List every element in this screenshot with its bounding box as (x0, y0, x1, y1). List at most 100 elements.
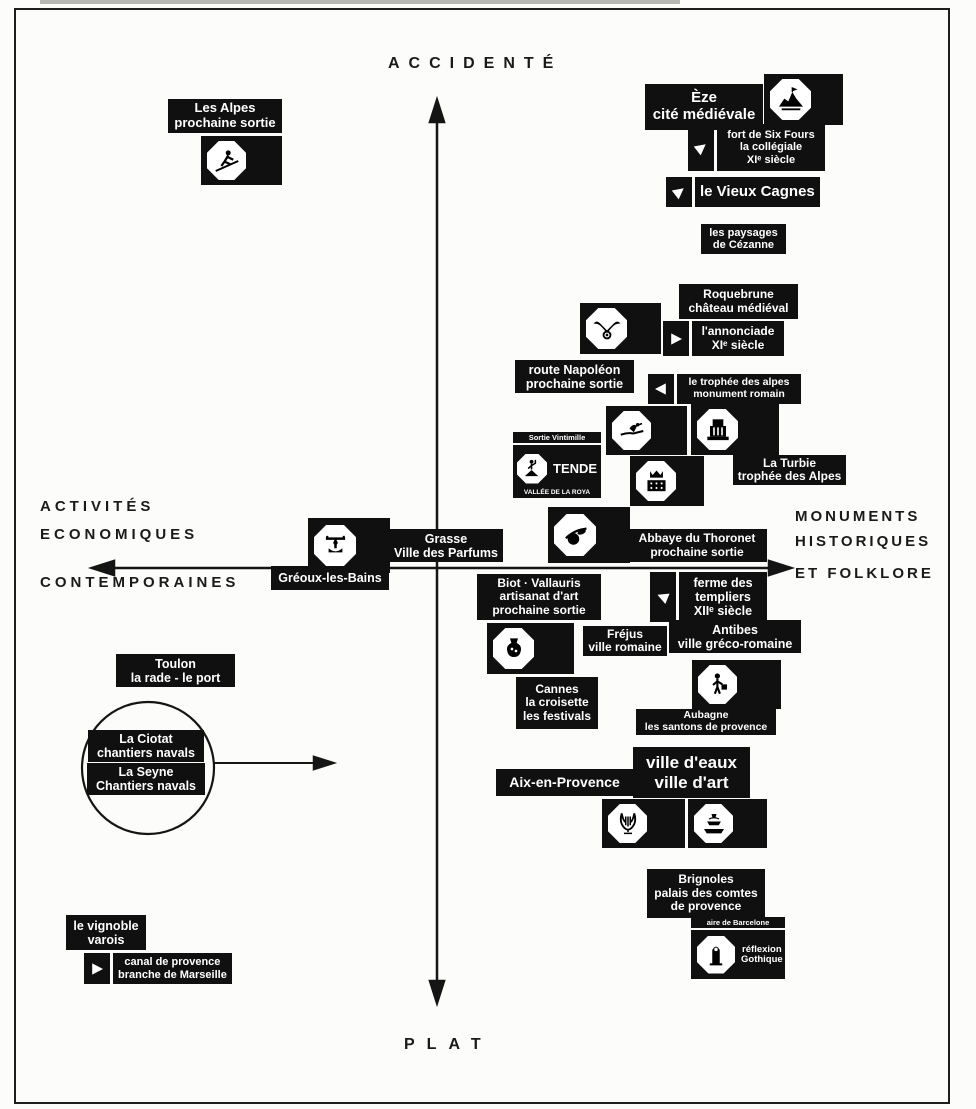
label-line: La Seyne (118, 765, 174, 779)
icon-plate (548, 507, 630, 563)
gothic-statue-icon (697, 935, 735, 974)
label-line: prochaine sortie (174, 115, 276, 130)
label-line: Èze (691, 89, 717, 107)
label-line: Brignoles (678, 872, 734, 887)
label-line: prochaine sortie (525, 376, 624, 391)
axis-left-label-1: ACTIVITÉS (40, 498, 155, 515)
label-line: château médiéval (688, 300, 789, 315)
greoux-spa-sign (308, 518, 390, 573)
lyre-sign (602, 799, 685, 848)
label-line: ville romaine (588, 640, 662, 654)
spa-fountain-icon (314, 524, 356, 567)
label-line: ville gréco-romaine (677, 636, 793, 651)
axis-top-label: ACCIDENTÉ (388, 55, 563, 72)
label-line: l'annonciade (701, 324, 775, 339)
sign-top-strip: Sortie Vintimille (513, 432, 601, 443)
label-line: Aix-en-Provence (509, 773, 620, 790)
label-line: ville d'art (654, 772, 729, 792)
fountain-sign (688, 799, 767, 848)
label-line: prochaine sortie (650, 544, 744, 559)
left-direction-arrow-icon (648, 374, 674, 404)
label-line: XIIᵉ siècle (693, 604, 753, 618)
eagle-icon (586, 308, 627, 349)
label-line: Fréjus (606, 626, 643, 641)
label-line: Grasse (424, 531, 468, 546)
icon-plate (688, 799, 767, 848)
label-line: le vignoble (73, 918, 139, 933)
crowned-wall-sign (630, 456, 704, 506)
label-line: Cannes (535, 681, 579, 696)
label-line: Aubagne (683, 709, 729, 722)
bird-branch-sign (606, 406, 687, 455)
circle-arrowhead-icon (312, 755, 338, 771)
icon-plate (580, 303, 661, 354)
left-direction-arrow-icon (650, 572, 676, 622)
label-line: templiers (695, 590, 751, 604)
axis-left-label-3: CONTEMPORAINES (40, 574, 240, 591)
eze-pictogram-sign (764, 74, 843, 125)
icon-plate: TENDE (517, 448, 597, 489)
icon-plate (606, 406, 687, 455)
label-line: artisanat d'art (499, 589, 579, 604)
label-line: Les Alpes (194, 100, 256, 116)
sign-bottom-strip: VALLÉE DE LA ROYA (523, 489, 591, 496)
skier-icon (207, 141, 246, 180)
diagram-frame (14, 8, 950, 1104)
label-line: varois (87, 932, 125, 947)
axis-right-label-1: MONUMENTS (795, 508, 921, 525)
roman-tower-icon (697, 409, 738, 450)
label-line: les paysages (709, 226, 778, 239)
label-line: chantiers navals (97, 746, 195, 760)
mountain-figure-icon (517, 453, 547, 484)
left-arrowhead-icon (87, 559, 116, 577)
label-line: La Turbie (762, 455, 817, 470)
label-line: trophée des Alpes (737, 469, 842, 483)
label-line: de Cézanne (712, 239, 775, 251)
label-line: Biot · Vallauris (497, 575, 581, 590)
icon-plate (692, 660, 781, 709)
up-arrowhead-icon (428, 95, 446, 124)
bird-branch-icon (612, 411, 651, 450)
label-line: branche de Marseille (118, 968, 227, 981)
sign-top-strip: aire de Barcelone (691, 917, 785, 928)
aix-label: Aix-en-Provence (496, 769, 633, 796)
label-line: Toulon (155, 656, 196, 671)
label-line: la collégiale (739, 141, 803, 154)
icon-plate (630, 456, 704, 506)
axis-left-label-2: ECONOMIQUES (40, 526, 199, 543)
olive-branch-icon (554, 514, 596, 556)
greoux-label: Gréoux-les-Bains (271, 566, 389, 590)
crown-castle-icon (636, 461, 676, 501)
santon-figure-icon (698, 665, 737, 704)
vieux-cagnes-sign: le Vieux Cagnes (666, 177, 820, 207)
label-line: Abbaye du Thoronet (638, 531, 756, 546)
icon-plate (602, 799, 685, 848)
icon-plate (487, 623, 574, 674)
up-right-direction-arrow-icon (666, 177, 692, 207)
olive-branch-sign (548, 507, 630, 563)
icon-plate (201, 136, 282, 185)
label-line: les festivals (522, 708, 592, 723)
label-line: XIᵉ siècle (746, 153, 796, 166)
icon-plate (764, 74, 843, 125)
label-line: Roquebrune (703, 287, 774, 302)
label-line: la rade - le port (130, 670, 221, 685)
label-line: route Napoléon (528, 362, 621, 377)
label-line: monument romain (693, 388, 785, 400)
label-line: de provence (670, 899, 742, 914)
icon-plate (691, 404, 779, 455)
